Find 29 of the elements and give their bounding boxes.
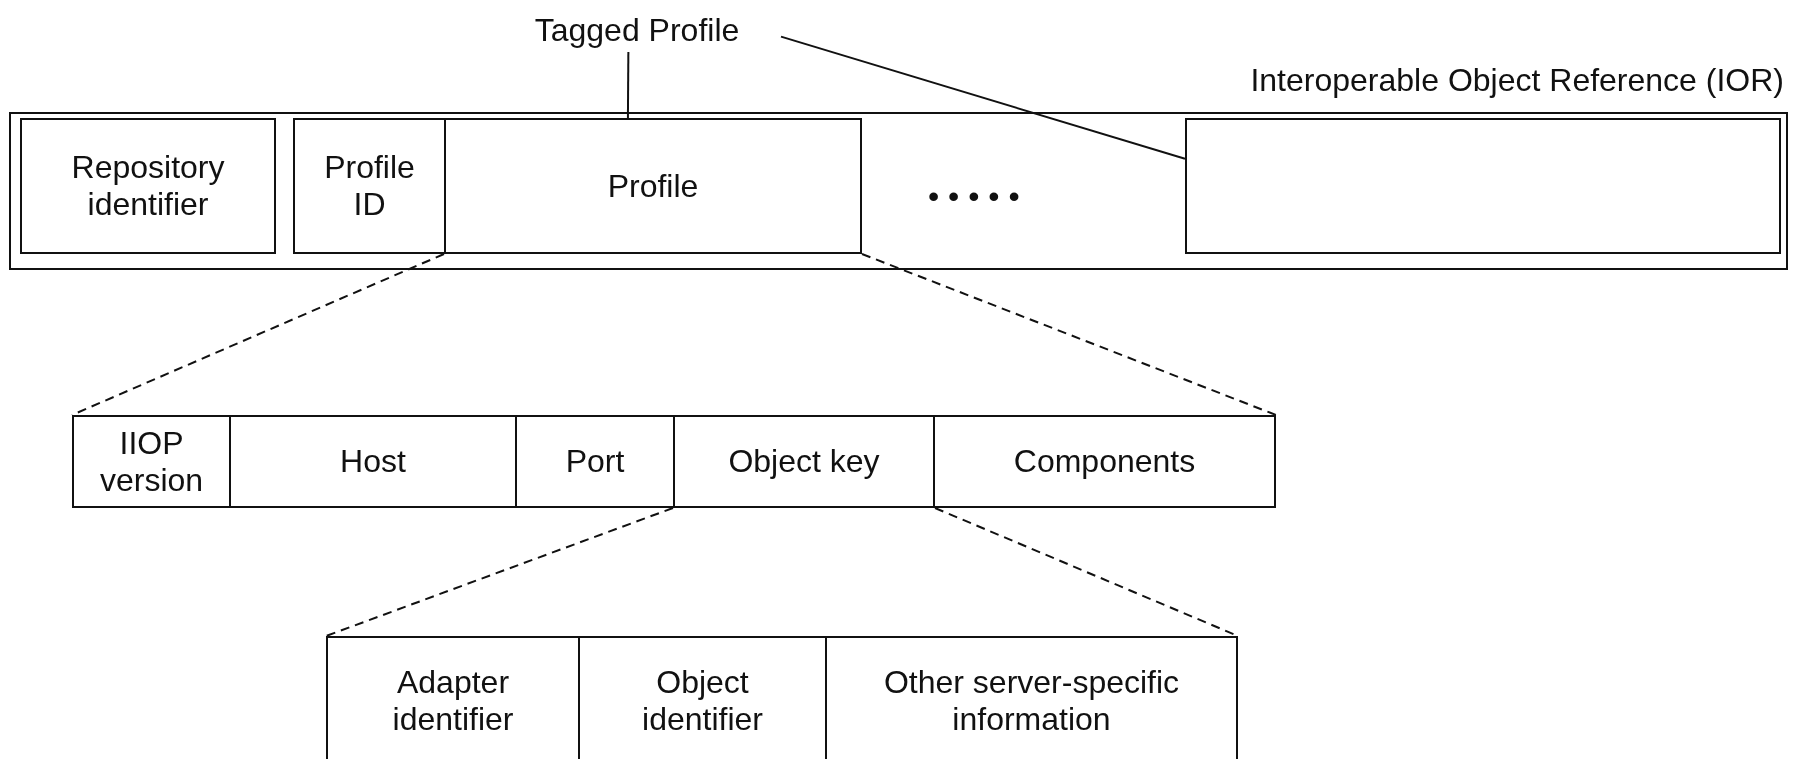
leader-line xyxy=(780,35,1186,160)
field-label: Repository identifier xyxy=(70,149,226,223)
field-box xyxy=(673,415,935,508)
field-box xyxy=(825,636,1238,759)
field-label: Other server-specific information xyxy=(882,664,1181,738)
field-label: Profile xyxy=(607,167,699,205)
record-title: Interoperable Object Reference (IOR) xyxy=(1250,62,1784,99)
field-box xyxy=(20,118,276,254)
field-box xyxy=(933,415,1276,508)
callout-label: Tagged Profile xyxy=(493,8,781,52)
projection-line xyxy=(325,507,674,637)
leader-line xyxy=(626,51,630,119)
field-label: Object identifier xyxy=(641,664,764,738)
field-box xyxy=(444,118,862,254)
field-label: Port xyxy=(565,443,625,480)
field-label: Object key xyxy=(728,443,880,480)
ellipsis-mark: • • • • • xyxy=(928,178,1020,215)
field-box xyxy=(1185,118,1781,254)
field-label: Components xyxy=(1013,443,1196,480)
field-box xyxy=(326,636,580,759)
field-label: IIOP version xyxy=(98,424,205,499)
field-label: Adapter identifier xyxy=(391,664,515,738)
projection-line xyxy=(861,253,1277,416)
field-box xyxy=(72,415,231,508)
field-box xyxy=(515,415,675,508)
field-label: Host xyxy=(340,443,406,480)
field-box xyxy=(293,118,446,254)
field-box xyxy=(229,415,517,508)
field-label: Profile ID xyxy=(323,149,416,223)
